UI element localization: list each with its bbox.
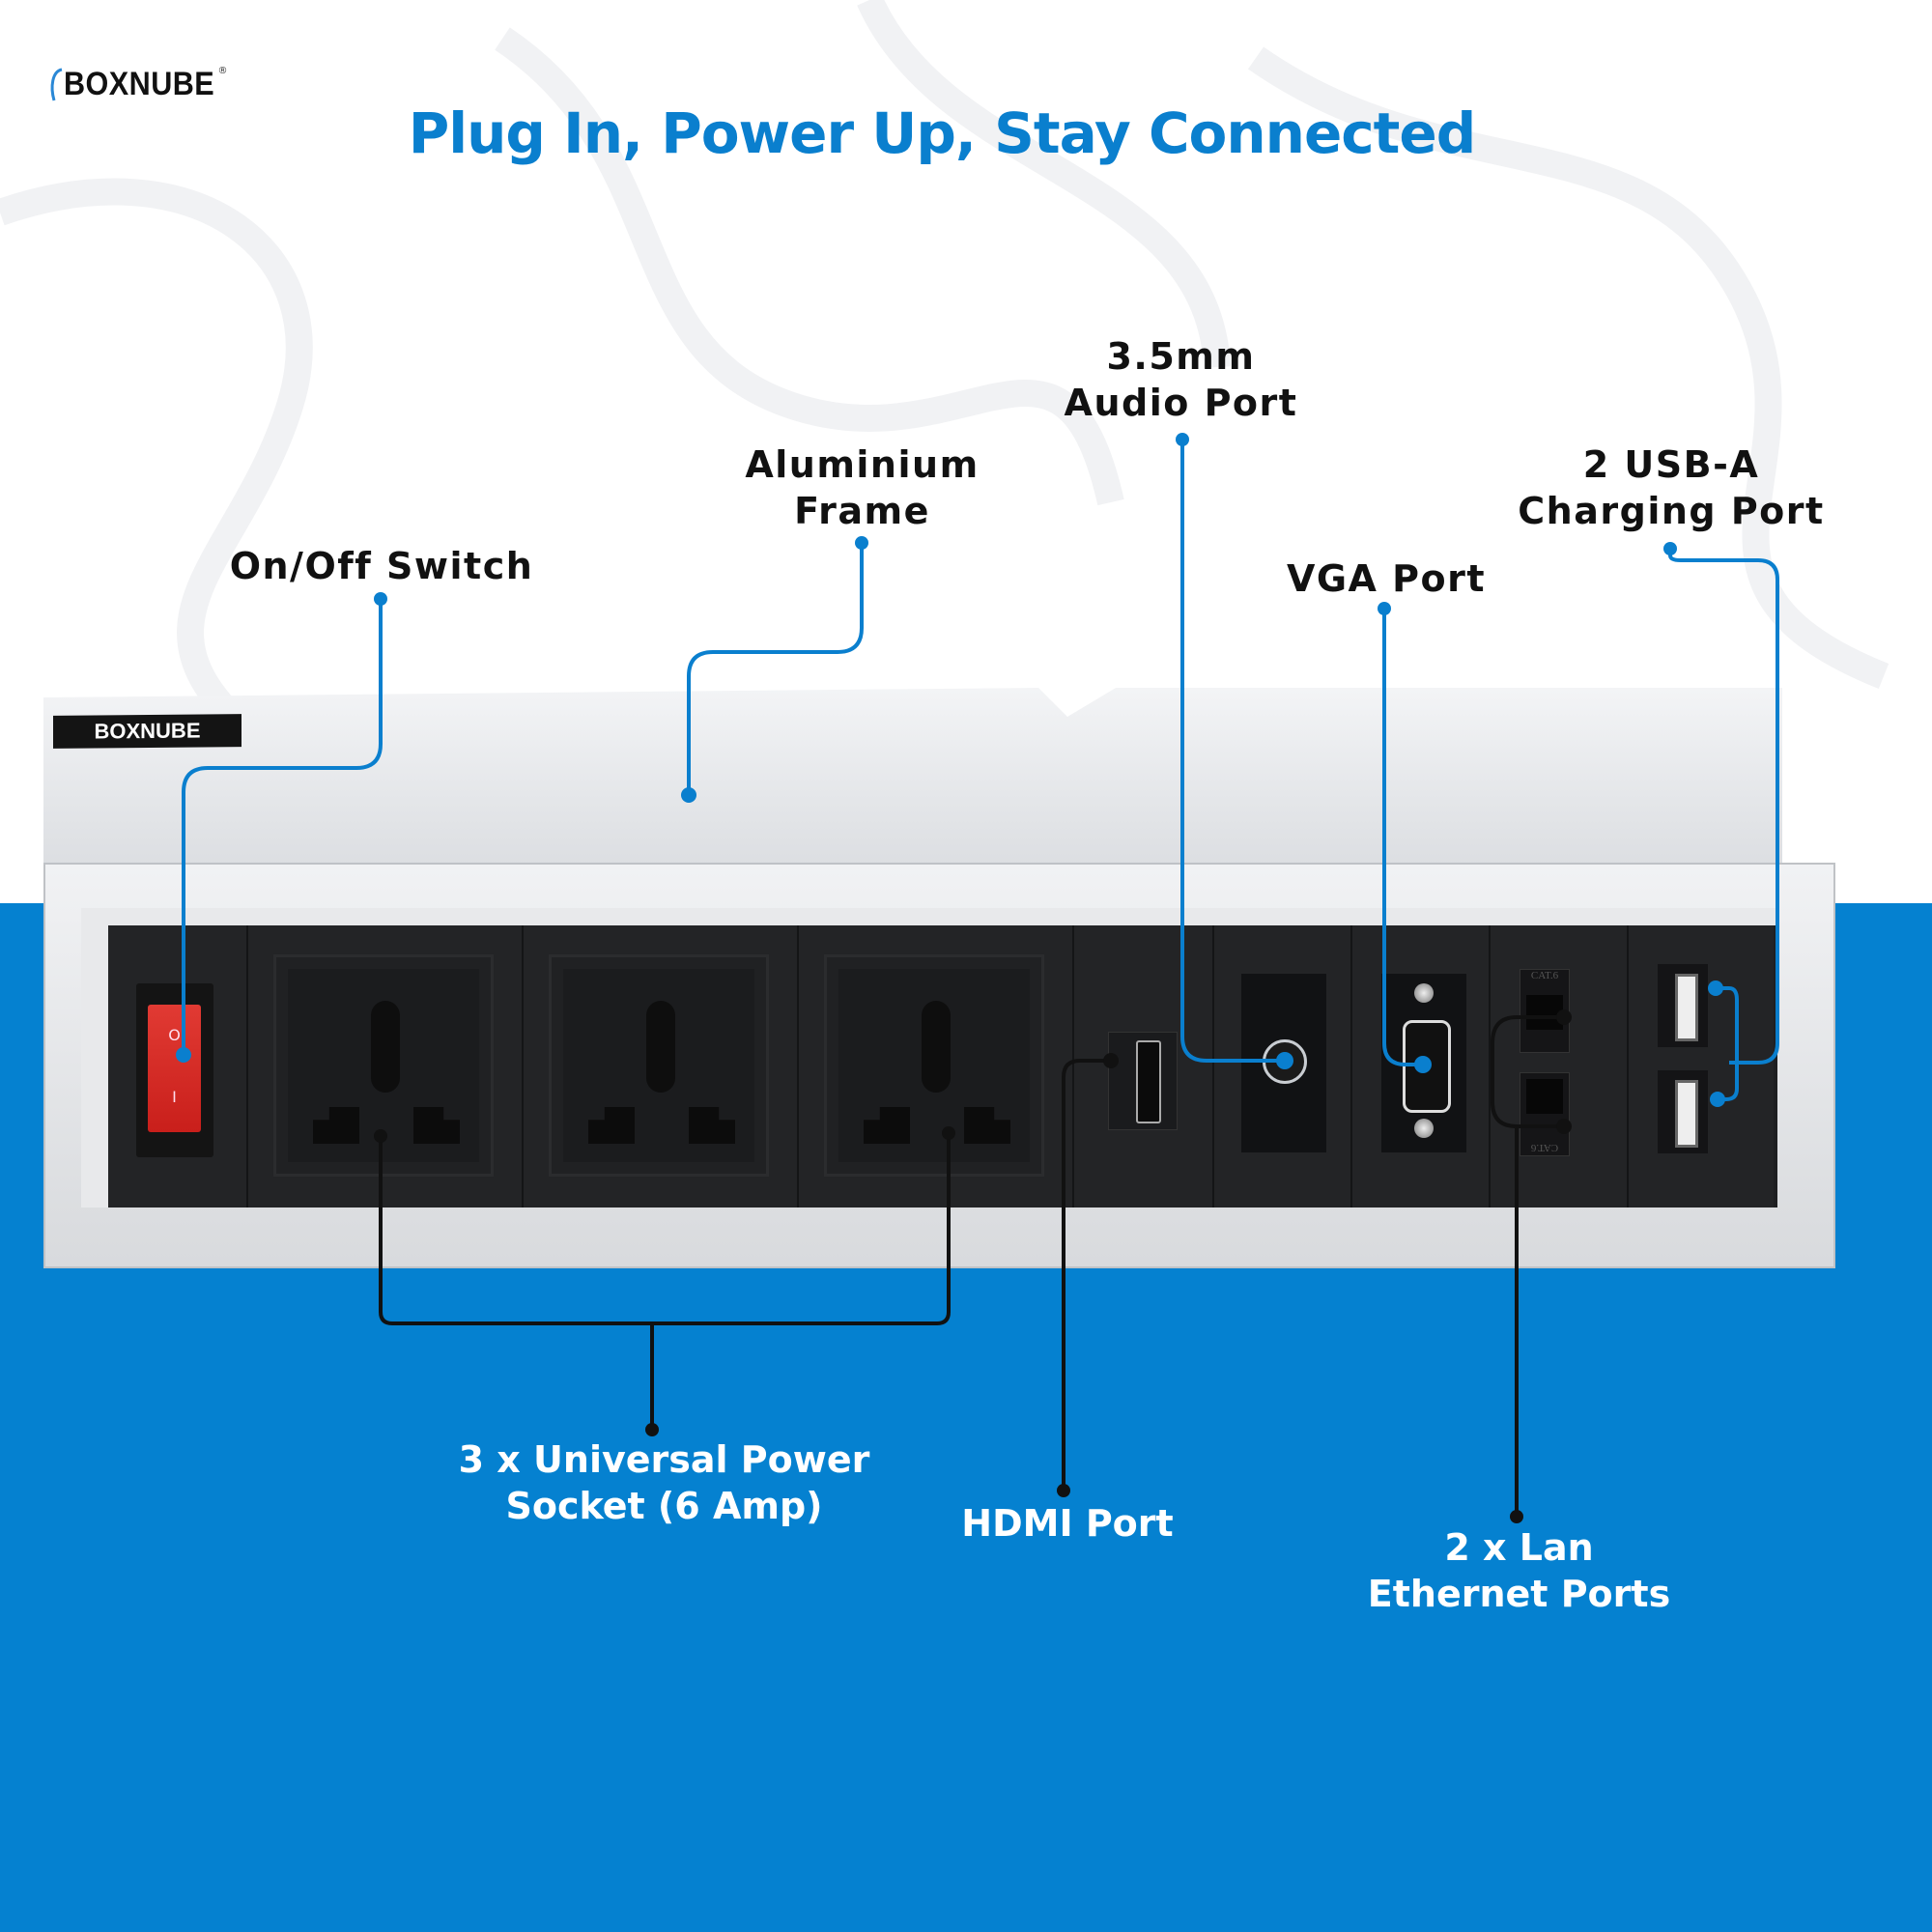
hdmi-port[interactable]: [1136, 1040, 1161, 1123]
callout-text: VGA Port: [1286, 557, 1487, 600]
callout-text: 3.5mm: [1106, 335, 1256, 378]
socket-face: [824, 954, 1044, 1177]
lan-cat-label: CAT.6: [1530, 970, 1559, 981]
socket-face: [549, 954, 769, 1177]
socket-earth-hole: [922, 1001, 951, 1093]
audio-jack[interactable]: [1263, 1039, 1307, 1084]
callout-text: Ethernet Ports: [1367, 1573, 1671, 1615]
lan-module: CAT.6 CAT.6: [1491, 925, 1629, 1208]
callout-text: 3 x Universal Power: [458, 1438, 870, 1481]
callout-audio-port: 3.5mm Audio Port: [1038, 333, 1323, 426]
page-headline: Plug In, Power Up, Stay Connected: [408, 100, 1477, 166]
socket-right-hole: [689, 1107, 735, 1144]
socket-right-hole: [964, 1107, 1010, 1144]
lan-port-2[interactable]: CAT.6: [1520, 1072, 1570, 1156]
lan-port-1[interactable]: CAT.6: [1520, 969, 1570, 1053]
switch-off-mark: O: [168, 1026, 181, 1044]
callout-vga-port: VGA Port: [1261, 555, 1512, 602]
registered-mark: ®: [217, 66, 228, 76]
callout-text: Frame: [794, 490, 930, 532]
usb-a-slot: [1675, 1080, 1698, 1148]
callout-text: 2 x Lan: [1444, 1526, 1594, 1569]
callout-aluminium-frame: Aluminium Frame: [705, 441, 1019, 534]
brand-logo: BOXNUBE ®: [48, 66, 228, 104]
callout-text: HDMI Port: [961, 1502, 1174, 1545]
socket-earth-hole: [371, 1001, 400, 1093]
power-socket-2: [524, 925, 799, 1208]
vga-screw-icon: [1414, 1119, 1434, 1138]
hdmi-module: [1074, 925, 1214, 1208]
lid-brand-badge: BOXNUBE: [53, 714, 242, 749]
socket-earth-hole: [646, 1001, 675, 1093]
connector-panel: O I: [108, 925, 1777, 1208]
socket-face: [273, 954, 494, 1177]
switch-on-mark: I: [172, 1088, 177, 1106]
callout-text: Socket (6 Amp): [505, 1485, 823, 1527]
socket-left-hole: [313, 1107, 359, 1144]
hdmi-plate: [1108, 1032, 1178, 1130]
brand-name: BOXNUBE: [64, 66, 215, 102]
audio-plate: [1241, 974, 1326, 1152]
callout-on-off-switch: On/Off Switch: [203, 543, 560, 589]
callout-hdmi-port: HDMI Port: [927, 1500, 1208, 1547]
socket-left-hole: [588, 1107, 635, 1144]
socket-left-hole: [864, 1107, 910, 1144]
usb-port-2[interactable]: [1658, 1070, 1708, 1153]
lan-jack: [1526, 1079, 1563, 1114]
audio-module: [1214, 925, 1352, 1208]
callout-power-sockets: 3 x Universal Power Socket (6 Amp): [440, 1436, 889, 1529]
lan-cat-label: CAT.6: [1530, 1142, 1559, 1153]
callout-text: Audio Port: [1064, 382, 1298, 424]
callout-text: Aluminium: [745, 443, 980, 486]
callout-lan-ports: 2 x Lan Ethernet Ports: [1343, 1524, 1695, 1617]
callout-text: Charging Port: [1518, 490, 1825, 532]
vga-port[interactable]: [1403, 1020, 1451, 1113]
socket-right-hole: [413, 1107, 460, 1144]
switch-module: O I: [108, 925, 248, 1208]
cloud-icon: [50, 68, 63, 101]
callout-text: 2 USB-A: [1582, 443, 1760, 486]
vga-plate: [1381, 974, 1466, 1152]
callout-text: On/Off Switch: [229, 545, 534, 587]
usb-a-slot: [1675, 974, 1698, 1041]
callout-usb-port: 2 USB-A Charging Port: [1483, 441, 1860, 534]
switch-housing: O I: [136, 983, 213, 1157]
power-socket-3: [799, 925, 1074, 1208]
power-socket-1: [248, 925, 524, 1208]
aluminium-lid: [43, 688, 1782, 891]
usb-port-1[interactable]: [1658, 964, 1708, 1047]
lan-jack: [1526, 995, 1563, 1030]
usb-module: [1629, 925, 1774, 1208]
power-switch[interactable]: O I: [148, 1005, 201, 1132]
vga-module: [1352, 925, 1491, 1208]
vga-screw-icon: [1414, 983, 1434, 1003]
